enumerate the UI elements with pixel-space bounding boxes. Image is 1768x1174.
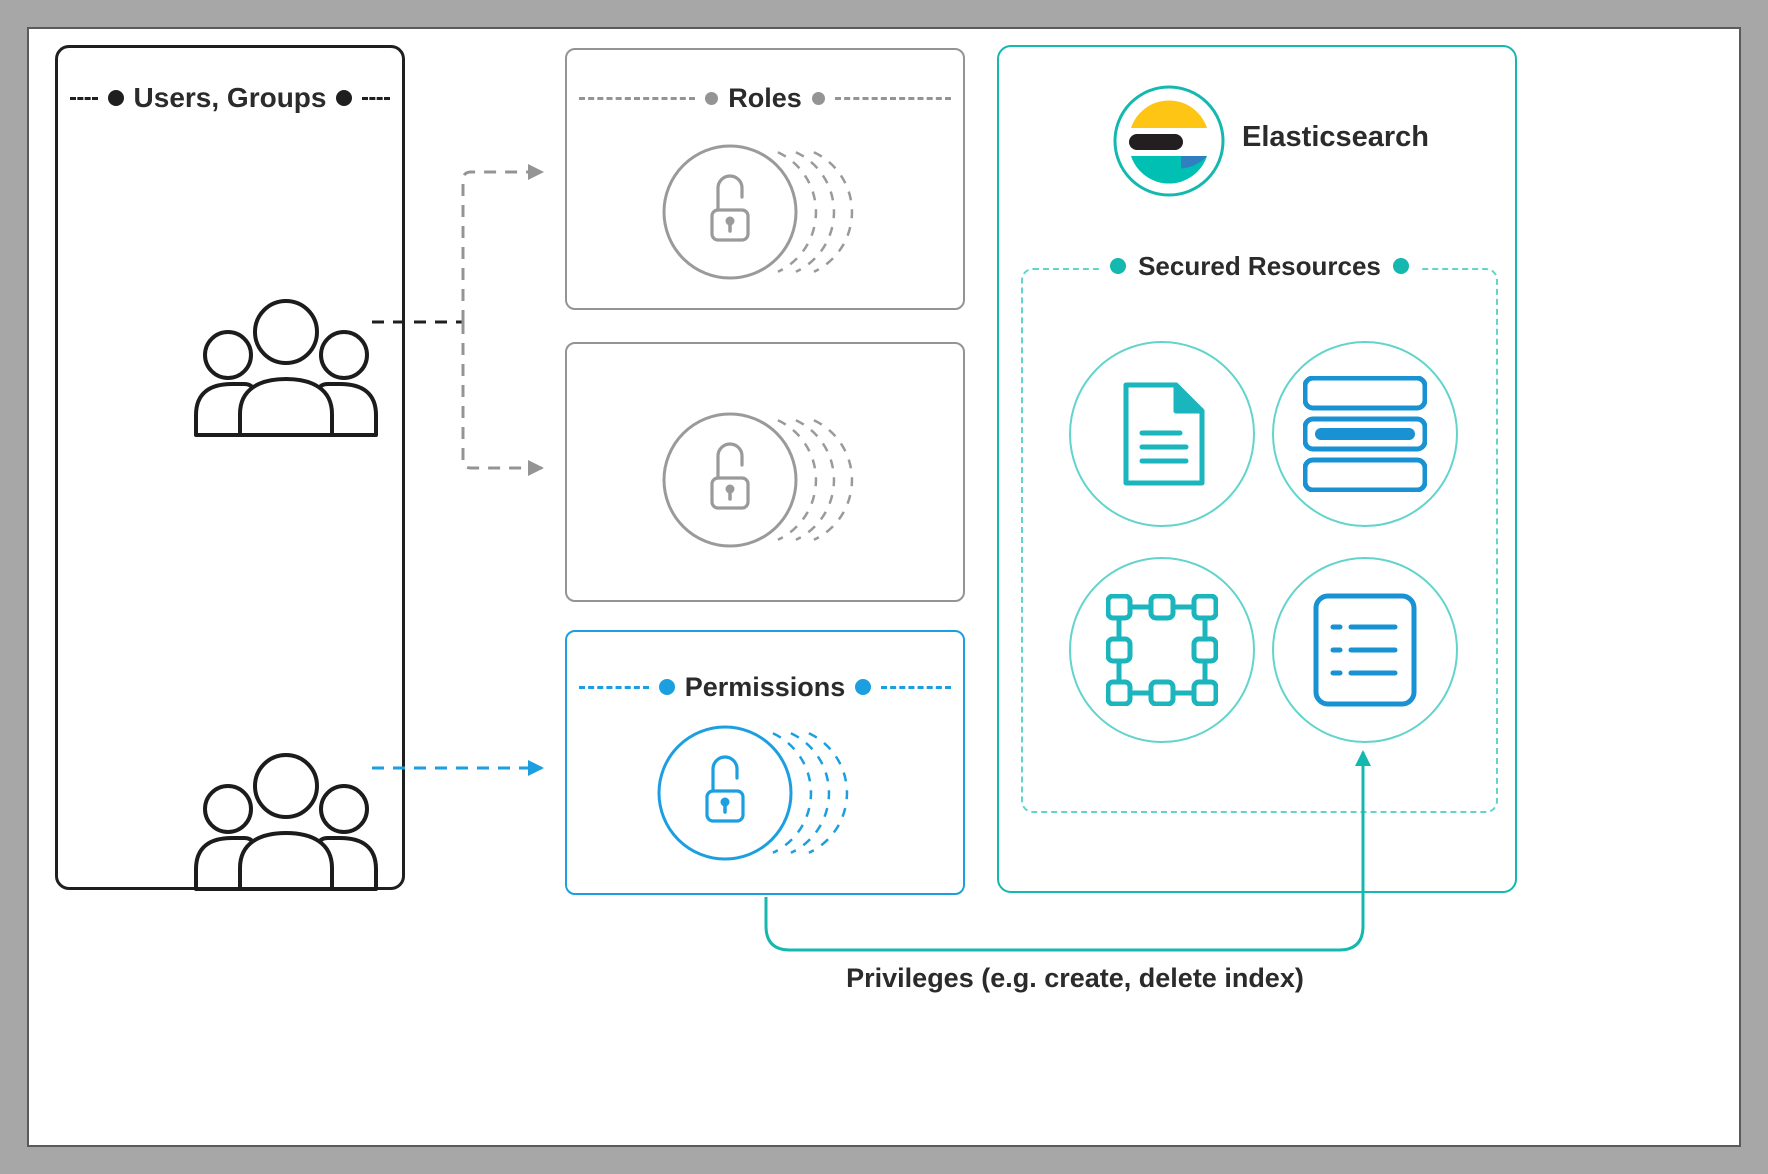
dashed-line [834, 96, 951, 100]
users-group-icon [188, 291, 384, 443]
secured-resources-label: Secured Resources [1138, 251, 1381, 281]
index-resource [1272, 341, 1458, 527]
dashed-line [362, 96, 391, 100]
dashed-line [579, 96, 696, 100]
privileges-caption: Privileges (e.g. create, delete index) [846, 963, 1304, 993]
dashed-line [881, 685, 952, 689]
bullet-dot [855, 679, 872, 695]
elasticsearch-title: Elasticsearch [1242, 121, 1430, 153]
users-group-icon [188, 745, 384, 897]
cluster-nodes-icon [1106, 594, 1218, 706]
bullet-dot [811, 91, 825, 105]
bullet-dot [107, 90, 124, 106]
roles-header: Roles [579, 83, 951, 113]
unlock-padlock-icon [642, 124, 912, 300]
users-groups-label: Users, Groups [133, 82, 327, 113]
permissions-header: Permissions [579, 671, 952, 702]
secured-resources-header: Secured Resources [1023, 253, 1496, 279]
elasticsearch-logo [1111, 83, 1227, 199]
roles-label: Roles [728, 82, 802, 113]
secured-resources-box: Secured Resources [1021, 253, 1498, 813]
index-stack-icon [1303, 376, 1427, 492]
bullet-dot [658, 679, 675, 695]
arrow-to-roles-1 [461, 164, 544, 322]
bullet-dot [1110, 258, 1127, 274]
permissions-label: Permissions [684, 671, 846, 702]
cluster-resource [1069, 557, 1255, 743]
bullet-dot [705, 91, 719, 105]
document-resource [1069, 341, 1255, 527]
dashed-line [579, 685, 649, 689]
dashed-line [70, 96, 98, 100]
list-resource [1272, 557, 1458, 743]
document-icon [1116, 381, 1208, 487]
arrow-to-roles-2 [461, 322, 544, 476]
unlock-padlock-icon [642, 392, 912, 568]
users-groups-header: Users, Groups [70, 82, 391, 113]
users-groups-box: Users, Groups [55, 45, 405, 891]
list-icon [1313, 593, 1417, 707]
bullet-dot [1392, 258, 1409, 274]
bullet-dot [336, 90, 353, 106]
unlock-padlock-icon [637, 705, 907, 881]
